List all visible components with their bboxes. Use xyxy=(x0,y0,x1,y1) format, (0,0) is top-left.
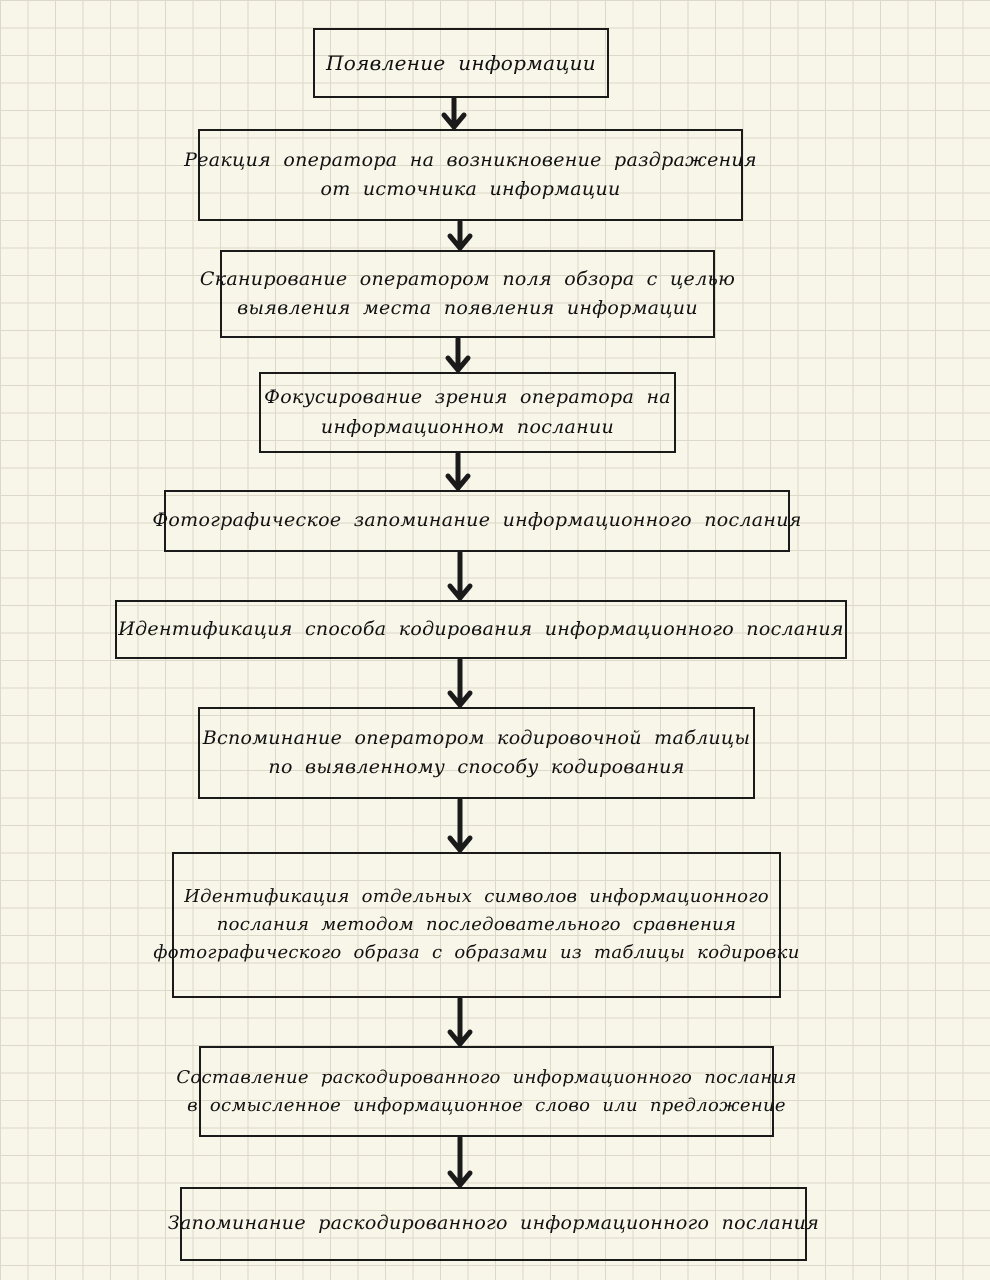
step-2-operator-reaction: Реакция оператора на возникновение раздр… xyxy=(184,129,757,221)
arrow-icon xyxy=(447,996,473,1047)
step-8-line-3: фотографического образа с образами из та… xyxy=(153,941,800,963)
step-2-line-1: Реакция оператора на возникновение раздр… xyxy=(184,148,757,171)
step-8-line-2: послания методом последовательного сравн… xyxy=(216,914,737,936)
step-1-information-appearance: Появление информации xyxy=(313,28,609,98)
step-9-line-2: в осмысленное информационное слово или п… xyxy=(187,1094,786,1116)
arrow-icon xyxy=(447,657,473,708)
step-1-line-1: Появление информации xyxy=(326,50,596,75)
arrow-head xyxy=(447,583,473,601)
step-9-line-1: Составление раскодированного информацион… xyxy=(176,1066,797,1088)
step-10-decoded-message-memorization: Запоминание раскодированного информацион… xyxy=(168,1187,819,1261)
arrow-8-to-9 xyxy=(445,996,475,1047)
step-3-field-scanning: Сканирование оператором поля обзора с це… xyxy=(200,250,735,338)
arrow-icon xyxy=(447,1135,473,1188)
arrow-head xyxy=(447,233,473,251)
arrow-head xyxy=(441,112,467,130)
arrow-5-to-6 xyxy=(445,550,475,601)
step-7-line-1: Вспоминание оператором кодировочной табл… xyxy=(202,726,751,749)
step-2-line-2: от источника информации xyxy=(320,178,621,200)
step-3-line-1: Сканирование оператором поля обзора с це… xyxy=(199,267,736,290)
step-4-line-2: информационном послании xyxy=(320,415,615,438)
arrow-head xyxy=(445,355,471,373)
step-4-line-1: Фокусирование зрения оператора на xyxy=(264,386,671,409)
step-7-code-table-recall: Вспоминание оператором кодировочной табл… xyxy=(198,707,755,799)
arrow-6-to-7 xyxy=(445,657,475,708)
arrow-head xyxy=(447,835,473,853)
arrow-9-to-10 xyxy=(445,1135,475,1188)
arrow-icon xyxy=(447,797,473,853)
arrow-2-to-3 xyxy=(445,219,475,251)
step-6-line-1: Идентификация способа кодирования информ… xyxy=(118,617,844,640)
step-8-line-1: Идентификация отдельных символов информа… xyxy=(184,886,769,908)
step-6-encoding-identification: Идентификация способа кодирования информ… xyxy=(115,600,847,659)
arrow-head xyxy=(447,1170,473,1188)
arrow-1-to-2 xyxy=(439,96,469,130)
arrow-4-to-5 xyxy=(443,451,473,491)
step-4-vision-focusing: Фокусирование зрения оператора на информ… xyxy=(259,372,676,453)
step-7-line-2: по выявленному способу кодирования xyxy=(268,756,685,778)
step-8-symbol-identification: Идентификация отдельных символов информа… xyxy=(153,852,799,998)
step-5-line-1: Фотографическое запоминание информационн… xyxy=(152,509,802,532)
step-3-line-2: выявления места появления информации xyxy=(237,297,698,319)
arrow-icon xyxy=(441,96,467,130)
arrow-head xyxy=(445,473,471,491)
arrow-icon xyxy=(445,451,471,491)
step-5-photographic-memorization: Фотографическое запоминание информационн… xyxy=(152,490,801,552)
arrow-head xyxy=(447,1029,473,1047)
arrow-icon xyxy=(447,550,473,601)
arrow-icon xyxy=(445,336,471,373)
arrow-icon xyxy=(447,219,473,251)
arrow-3-to-4 xyxy=(443,336,473,373)
arrow-head xyxy=(447,690,473,708)
step-10-line-1: Запоминание раскодированного информацион… xyxy=(167,1212,820,1235)
arrow-7-to-8 xyxy=(445,797,475,853)
step-9-message-composition: Составление раскодированного информацион… xyxy=(176,1046,796,1137)
